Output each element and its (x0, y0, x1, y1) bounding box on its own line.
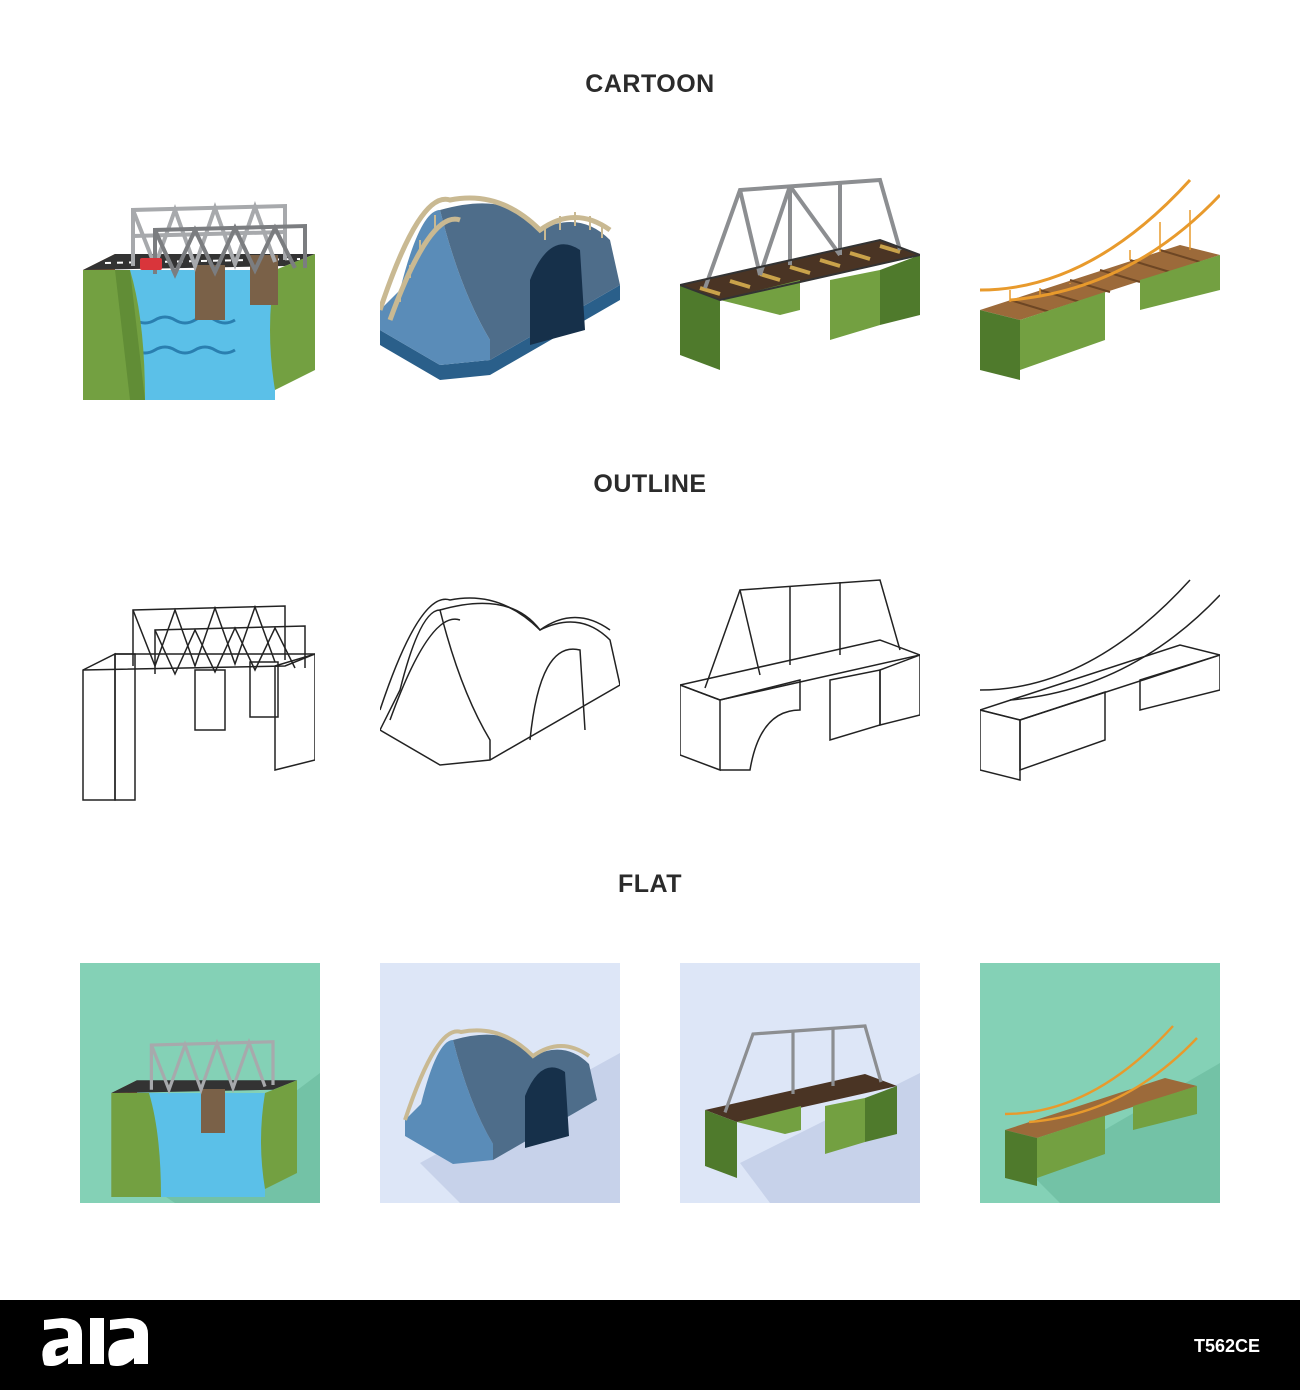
railway-truss-bridge-outline-icon (680, 579, 920, 772)
rope-suspension-bridge-outline-icon (980, 579, 1220, 781)
cartoon-section-title: CARTOON (585, 70, 715, 98)
truss-bridge-river-cartoon-icon (83, 201, 315, 400)
alamy-logo-icon (42, 1318, 148, 1366)
truss-bridge-river-flat-icon (80, 963, 320, 1203)
rope-suspension-bridge-flat-icon (980, 963, 1220, 1203)
watermark-footer: T562CE (0, 1300, 1300, 1390)
rope-suspension-bridge-cartoon-icon (980, 178, 1220, 380)
railway-truss-bridge-cartoon-icon (680, 177, 920, 370)
flat-section-title: FLAT (617, 870, 682, 898)
stone-arch-bridge-cartoon-icon (380, 195, 620, 380)
truss-bridge-river-outline-icon (82, 604, 315, 801)
stock-image-id: T562CE (1193, 1336, 1260, 1356)
outline-section-title: OUTLINE (593, 470, 707, 498)
railway-truss-bridge-flat-icon (680, 963, 920, 1203)
stone-arch-bridge-outline-icon (380, 597, 620, 766)
stone-arch-bridge-flat-icon (380, 963, 620, 1203)
